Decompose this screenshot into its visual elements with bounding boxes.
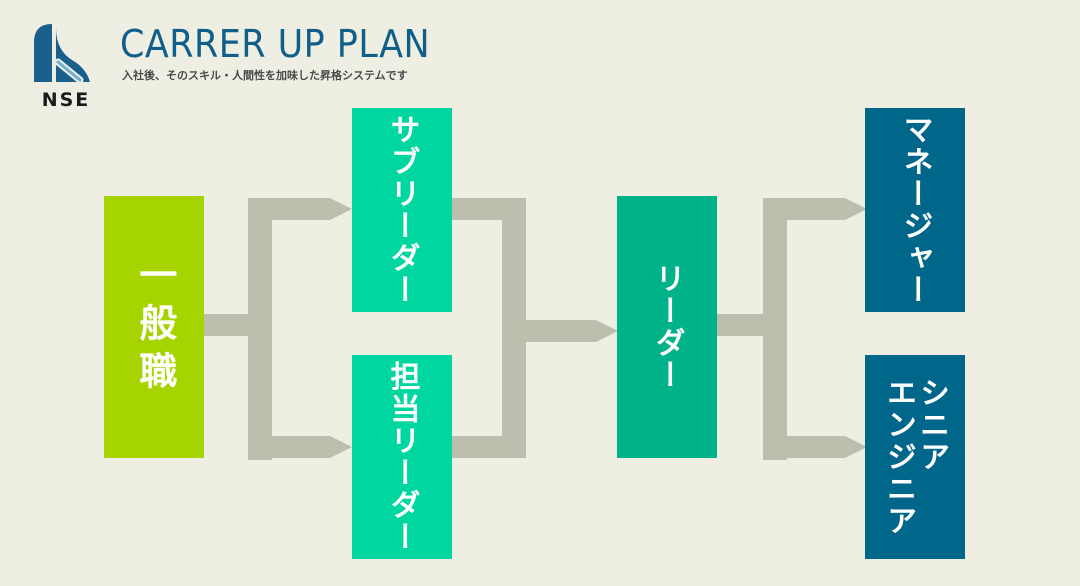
node-general-label: 一般職: [132, 255, 177, 399]
connector-leader-stem: [717, 314, 763, 336]
node-general: 一般職: [104, 196, 204, 458]
logo-text: NSE: [42, 89, 91, 110]
node-leader: リーダー: [617, 196, 717, 458]
page-title: CARRER UP PLAN: [120, 22, 431, 66]
arrow-to-leader: [502, 320, 618, 342]
nse-logo: NSE: [34, 24, 91, 110]
node-sub-leader-label: サブリーダー: [384, 114, 420, 306]
node-tantou-leader: 担当リーダー: [352, 355, 452, 559]
node-manager-label: マネージャー: [897, 114, 933, 306]
arrow-to-senior-engineer: [763, 436, 867, 458]
page-subtitle: 入社後、そのスキル・人間性を加味した昇格システムです: [122, 69, 408, 82]
connector-general-vertical: [248, 198, 272, 460]
node-leader-label: リーダー: [649, 263, 685, 391]
node-tantou-leader-label: 担当リーダー: [384, 361, 420, 553]
arrow-to-sub-leader: [248, 198, 352, 220]
arrow-to-manager: [763, 198, 867, 220]
node-senior-engineer: シニア エンジニア: [865, 355, 965, 559]
node-senior-engineer-label: シニア エンジニア: [881, 377, 949, 537]
node-manager: マネージャー: [865, 108, 965, 312]
connector-general-stem: [204, 314, 250, 336]
connector-leader-vertical: [763, 198, 787, 460]
node-sub-leader: サブリーダー: [352, 108, 452, 312]
arrow-to-tantou-leader: [248, 436, 352, 458]
